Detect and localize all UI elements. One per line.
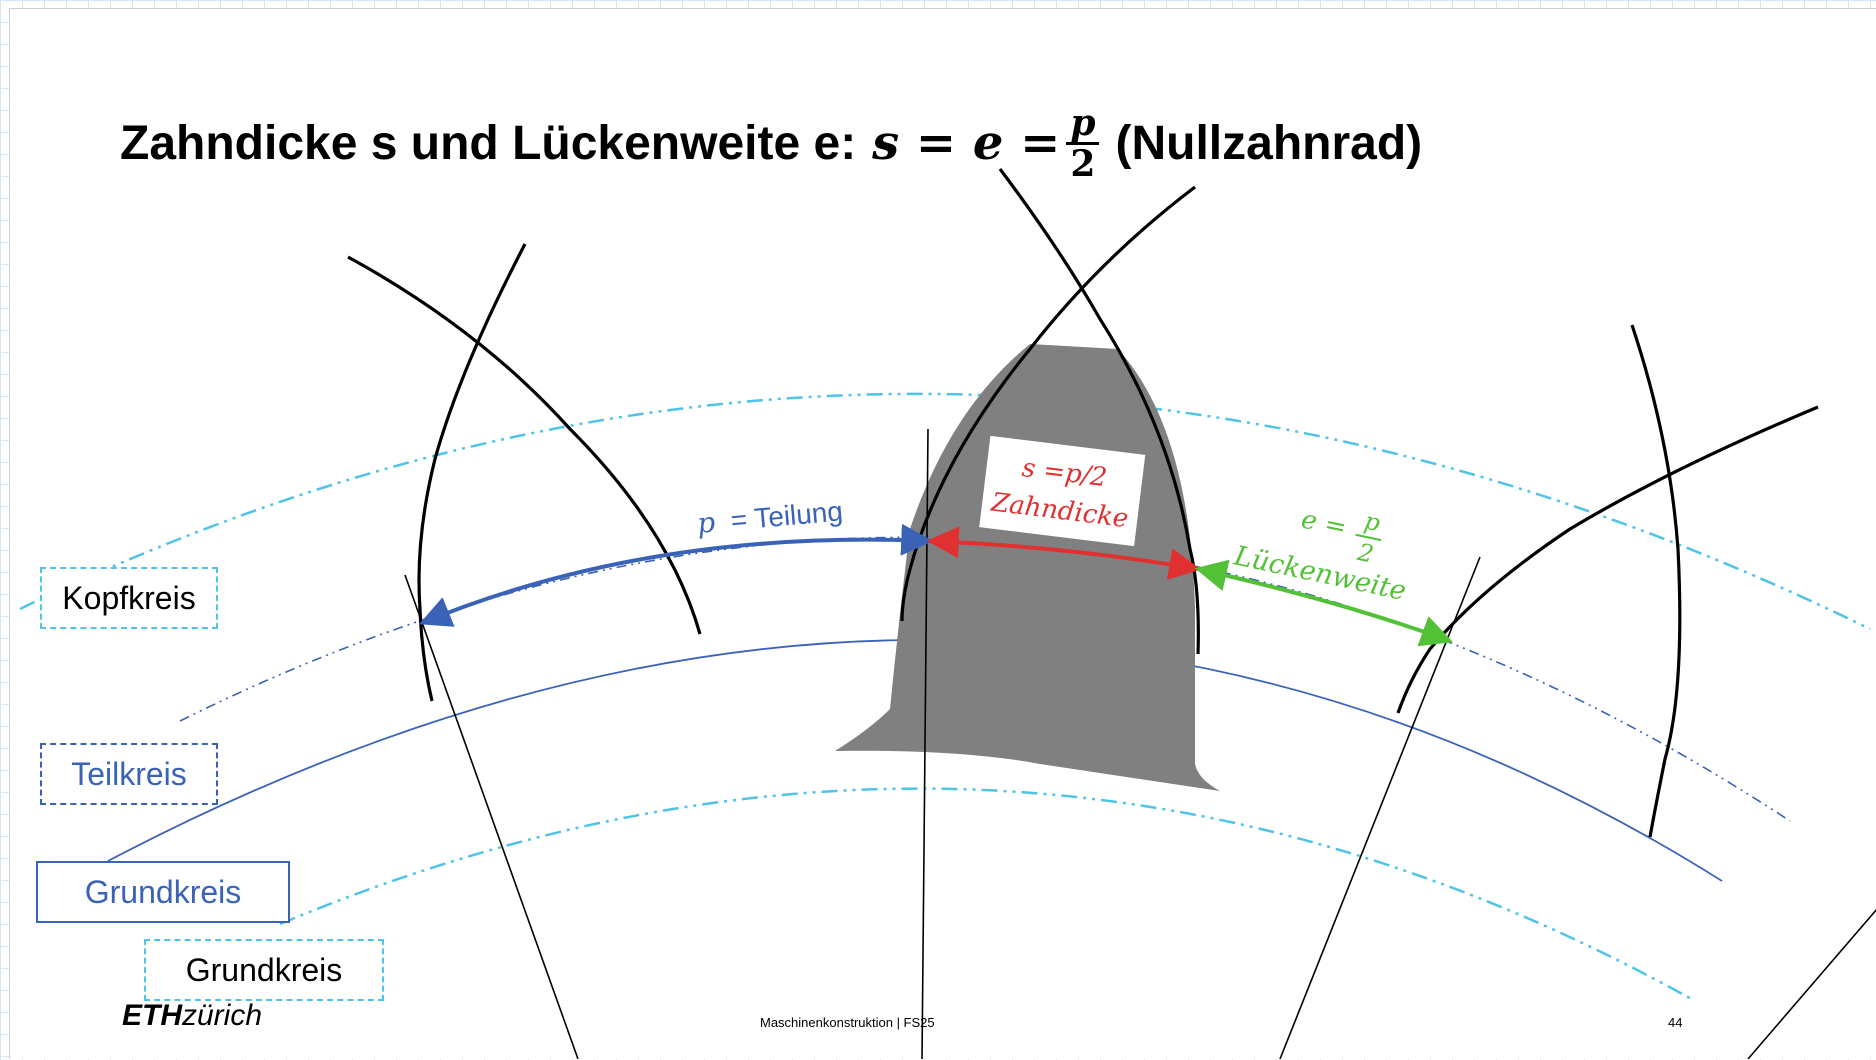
radial-line-far-right — [1747, 908, 1876, 1059]
radial-line-right — [1279, 556, 1481, 1059]
left-flank-b — [417, 243, 527, 702]
right-flank-b — [1396, 405, 1819, 714]
title-formula-lhs: s = e = — [872, 115, 1061, 171]
lueckenweite-text: Lückenweite — [1230, 540, 1408, 607]
logo-zurich: zürich — [182, 999, 263, 1032]
lueckenweite-lhs: e = — [1299, 505, 1350, 544]
lueckenweite-label: e = p 2 Lückenweite — [1230, 505, 1408, 608]
logo-eth: ETH — [122, 999, 182, 1032]
fusskreis-arc — [279, 787, 1696, 1003]
kopfkreis-arc — [19, 392, 1871, 631]
teilung-arrow — [419, 523, 934, 627]
gear-diagram: p = Teilung s =p/2 Zahndicke e = p 2 Lüc… — [19, 168, 1876, 1059]
lueckenweite-den: 2 — [1354, 538, 1376, 569]
teilung-symbol: p — [696, 506, 717, 540]
title-prefix: Zahndicke s und Lückenweite e: — [120, 116, 857, 170]
footer-course: Maschinenkonstruktion | FS25 — [760, 1015, 935, 1030]
zahndicke-label: s =p/2 Zahndicke — [979, 435, 1146, 547]
footer-page-number: 44 — [1668, 1015, 1683, 1030]
title-frac-den: 2 — [1070, 142, 1096, 185]
right-flank-a — [1630, 324, 1682, 838]
teilung-text: = Teilung — [729, 495, 844, 536]
zahndicke-arrow — [926, 526, 1202, 580]
slide: Zahndicke s und Lückenweite e: s = e = p… — [9, 8, 1876, 1059]
title-suffix: (Nullzahnrad) — [1115, 116, 1423, 170]
teilung-label: p = Teilung — [696, 494, 844, 540]
teilkreis-label: Teilkreis — [40, 743, 218, 805]
eth-logo: ETHzürich — [122, 999, 262, 1033]
grundkreis-label-blue: Grundkreis — [36, 861, 290, 923]
title-formula: s = e = p 2 — [872, 104, 1105, 183]
title-frac-num: p — [1066, 104, 1100, 145]
radial-line-left — [404, 574, 579, 1059]
slide-title: Zahndicke s und Lückenweite e: s = e = p… — [120, 93, 1422, 193]
grundkreis-label-cyan: Grundkreis — [144, 939, 384, 1001]
left-flank-a — [347, 255, 702, 635]
lueckenweite-arrow — [1194, 559, 1454, 647]
title-fraction: p 2 — [1066, 104, 1100, 185]
lueckenweite-num: p — [1362, 507, 1383, 538]
gear-tooth — [835, 344, 1220, 791]
kopfkreis-label: Kopfkreis — [40, 567, 218, 629]
